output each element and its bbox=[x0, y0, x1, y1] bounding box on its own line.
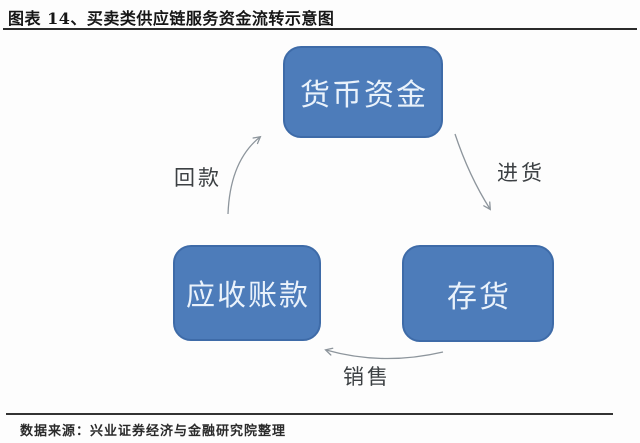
flow-label-sale: 销售 bbox=[343, 365, 391, 389]
flow-label-purchase: 进货 bbox=[497, 161, 545, 185]
collection-arrow-icon bbox=[227, 135, 262, 215]
node-inventory-label: 存货 bbox=[447, 279, 511, 315]
purchase-arrow-icon bbox=[454, 133, 492, 211]
node-money-funds-label: 货币资金 bbox=[300, 78, 428, 113]
figure-title: 图表 14、买卖类供应链服务资金流转示意图 bbox=[8, 9, 335, 28]
figure-source: 数据来源：兴业证券经济与金融研究院整理 bbox=[20, 424, 287, 439]
sale-arrow-icon bbox=[324, 347, 444, 360]
node-money-funds: 货币资金 bbox=[283, 46, 443, 138]
title-underline bbox=[3, 28, 637, 30]
footer-rule bbox=[6, 413, 613, 415]
flow-label-collection: 回款 bbox=[174, 166, 222, 190]
node-accounts-receivable: 应收账款 bbox=[173, 245, 321, 341]
node-inventory: 存货 bbox=[402, 245, 554, 342]
node-accounts-receivable-label: 应收账款 bbox=[185, 278, 310, 312]
